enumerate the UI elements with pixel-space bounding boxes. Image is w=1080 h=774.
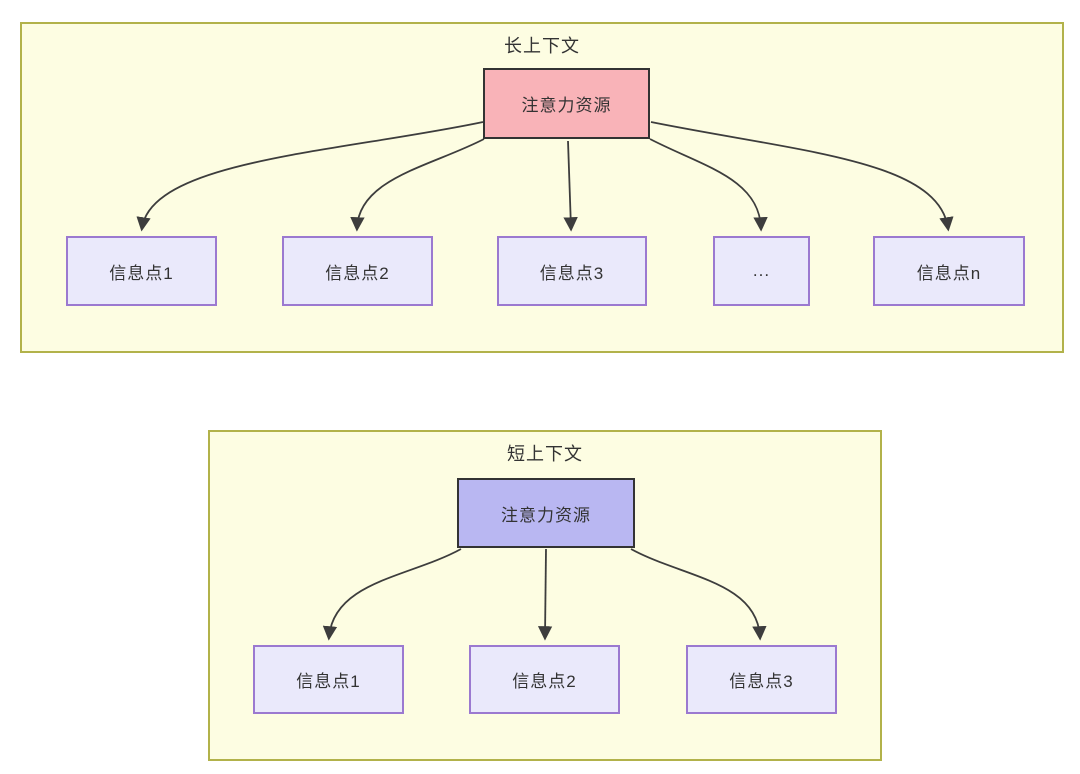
- info-point-box: 信息点1: [253, 645, 404, 714]
- info-point-box: 信息点2: [469, 645, 620, 714]
- info-point-box-ellipsis: ...: [713, 236, 810, 306]
- info-point-box: 信息点3: [686, 645, 837, 714]
- info-point-box: 信息点2: [282, 236, 433, 306]
- info-point-box: 信息点n: [873, 236, 1025, 306]
- info-point-box: 信息点1: [66, 236, 217, 306]
- short-context-title: 短上下文: [507, 444, 583, 464]
- attention-source-box-long: 注意力资源: [483, 68, 650, 139]
- info-point-box: 信息点3: [497, 236, 647, 306]
- attention-source-box-short: 注意力资源: [457, 478, 635, 548]
- long-context-title: 长上下文: [504, 36, 580, 56]
